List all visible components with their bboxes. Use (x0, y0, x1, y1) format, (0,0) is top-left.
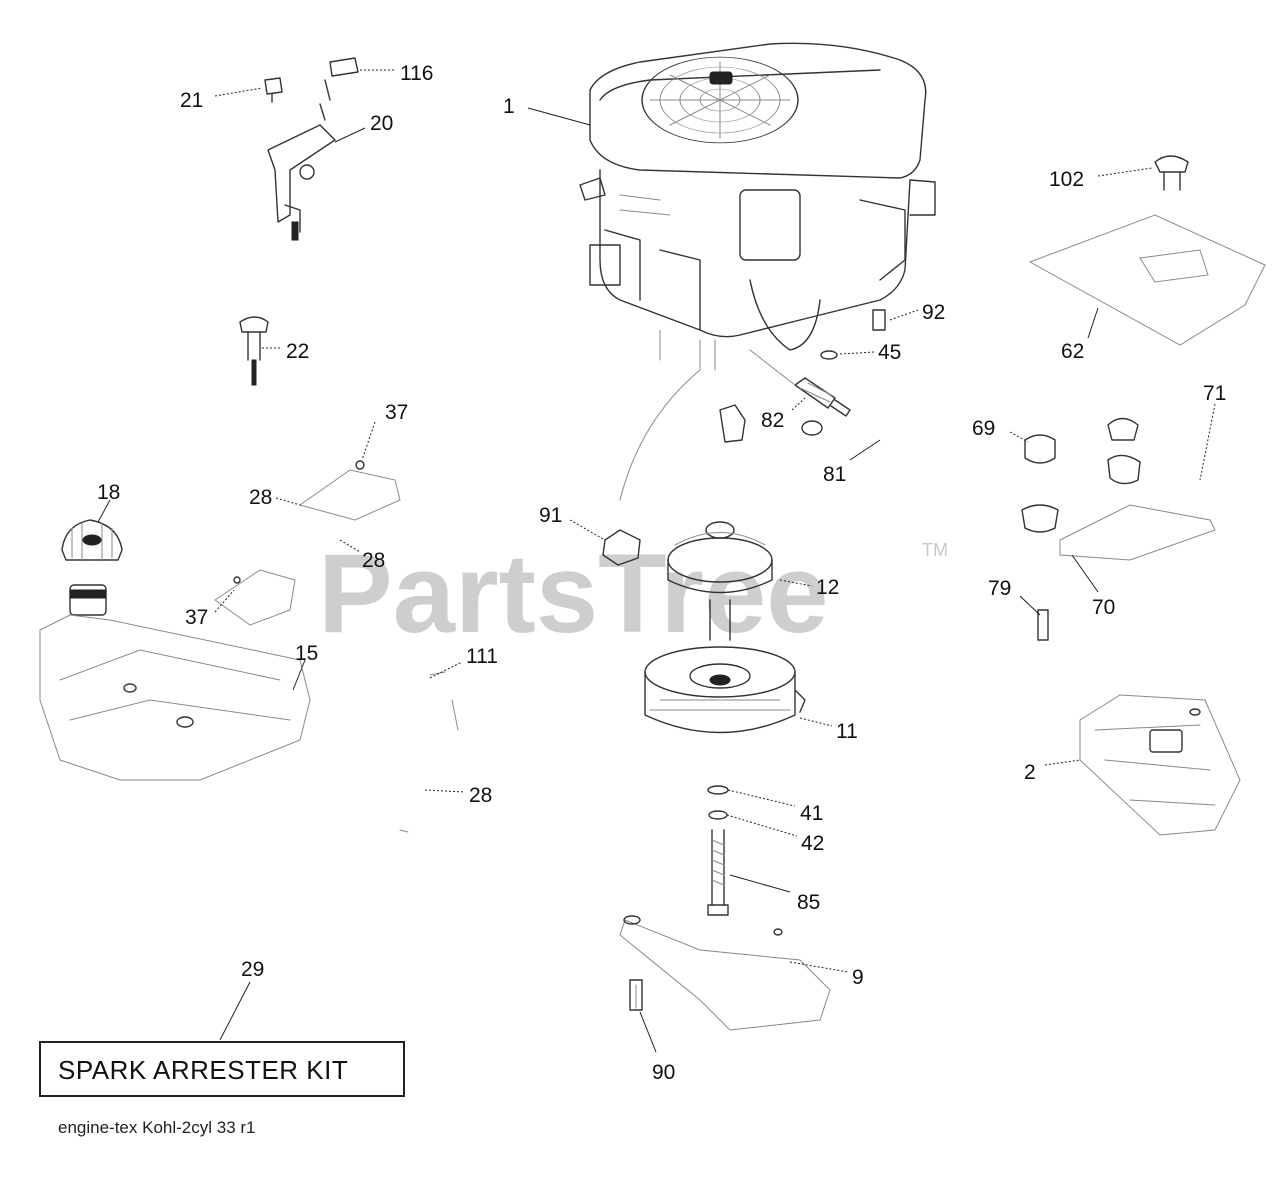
mount-hardware-drawing (619, 785, 831, 1031)
callout-28c: 28 (469, 784, 492, 807)
callout-1: 1 (503, 95, 515, 118)
callout-102: 102 (1049, 168, 1084, 191)
callout-41: 41 (800, 802, 823, 825)
callout-15: 15 (295, 642, 318, 665)
callout-2: 2 (1024, 761, 1036, 784)
brackets-28-37-drawing (214, 460, 401, 626)
callout-37a: 37 (385, 401, 408, 424)
fuel-tank-drawing (39, 519, 311, 781)
callout-116: 116 (400, 62, 433, 85)
callout-62: 62 (1061, 340, 1084, 363)
callout-81: 81 (823, 463, 846, 486)
knob-plate-drawing (1028, 155, 1266, 346)
callout-79: 79 (988, 577, 1011, 600)
callout-91: 91 (539, 504, 562, 527)
callout-9: 9 (852, 966, 864, 989)
spark-arrester-kit-box (39, 1041, 405, 1097)
diagram-code: engine-tex Kohl-2cyl 33 r1 (58, 1118, 256, 1137)
module-2-drawing (1079, 694, 1241, 836)
callout-82: 82 (761, 409, 784, 432)
callout-28a: 28 (249, 486, 272, 509)
bolt-22-drawing (239, 316, 269, 386)
watermark-trademark: TM (922, 540, 948, 560)
callout-70: 70 (1092, 596, 1115, 619)
callout-11: 11 (836, 720, 858, 743)
callout-92: 92 (922, 301, 945, 324)
callout-45: 45 (878, 341, 901, 364)
callout-90: 90 (652, 1061, 675, 1084)
callout-29: 29 (241, 958, 264, 981)
callout-85: 85 (797, 891, 820, 914)
spark-arrester-kit-label: SPARK ARRESTER KIT (58, 1055, 348, 1085)
callout-20: 20 (370, 112, 393, 135)
watermark-brand: PartsTree (318, 531, 829, 656)
fastener-111-drawing (399, 671, 459, 833)
pulley-clutch-drawing (602, 521, 806, 734)
callout-12: 12 (816, 576, 839, 599)
bracket-drawing (264, 57, 359, 241)
callout-28b: 28 (362, 549, 385, 572)
mount-cushion-drawing (1021, 417, 1216, 641)
filter-connector-drawing (719, 309, 886, 443)
callout-111: 111 (466, 645, 498, 668)
callout-69: 69 (972, 417, 995, 440)
callout-18: 18 (97, 481, 120, 504)
callout-42: 42 (801, 832, 824, 855)
callout-71: 71 (1203, 382, 1226, 405)
callout-37b: 37 (185, 606, 208, 629)
engine-drawing (579, 42, 936, 501)
callout-22: 22 (286, 340, 309, 363)
callout-21: 21 (180, 89, 203, 112)
